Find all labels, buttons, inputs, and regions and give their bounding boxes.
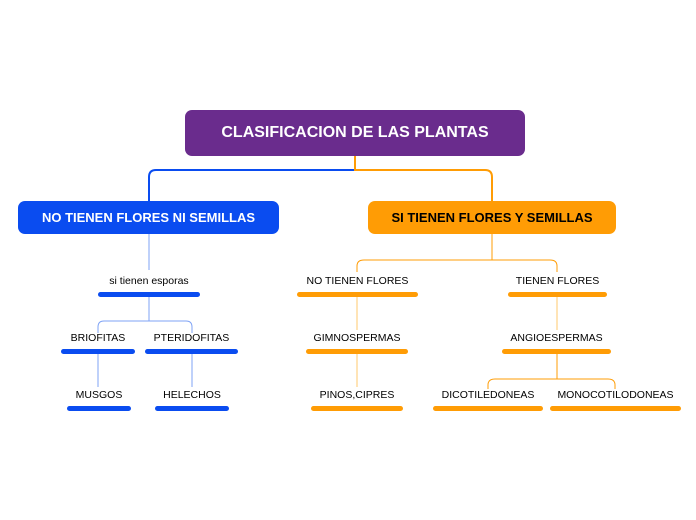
node-gimnospermas[interactable]: GIMNOSPERMAS: [313, 332, 401, 344]
topic-si-flores-y-semillas[interactable]: SI TIENEN FLORES Y SEMILLAS: [368, 201, 616, 234]
node-monocotilodoneas[interactable]: MONOCOTILODONEAS: [557, 389, 674, 401]
connector-right-split: [356, 234, 558, 272]
node-briofitas[interactable]: BRIOFITAS: [70, 332, 126, 344]
node-underline: [311, 406, 403, 411]
node-pteridofitas[interactable]: PTERIDOFITAS: [153, 332, 230, 344]
node-underline: [98, 292, 200, 297]
node-si-tienen-esporas[interactable]: si tienen esporas: [109, 275, 189, 287]
node-dicotiledoneas[interactable]: DICOTILEDONEAS: [441, 389, 535, 401]
node-helechos[interactable]: HELECHOS: [163, 389, 221, 401]
node-musgos[interactable]: MUSGOS: [75, 389, 123, 401]
connector-esporas-groups: [97, 296, 193, 333]
node-underline: [155, 406, 229, 411]
node-underline: [502, 349, 611, 354]
node-underline: [145, 349, 238, 354]
node-tienen-flores[interactable]: TIENEN FLORES: [515, 275, 600, 287]
node-pinos-cipres[interactable]: PINOS,CIPRES: [319, 389, 395, 401]
topic-no-flores-ni-semillas[interactable]: NO TIENEN FLORES NI SEMILLAS: [18, 201, 279, 234]
node-underline: [61, 349, 135, 354]
connector-root-right: [354, 156, 493, 201]
node-angioespermas[interactable]: ANGIOESPERMAS: [510, 332, 603, 344]
connector-root-left: [148, 156, 356, 201]
node-underline: [433, 406, 543, 411]
root-topic[interactable]: CLASIFICACION DE LAS PLANTAS: [185, 110, 525, 156]
node-underline: [306, 349, 408, 354]
node-no-tienen-flores[interactable]: NO TIENEN FLORES: [306, 275, 409, 287]
node-underline: [67, 406, 131, 411]
node-underline: [550, 406, 681, 411]
connector-angio-subgroups: [487, 353, 616, 389]
node-underline: [508, 292, 607, 297]
node-underline: [297, 292, 418, 297]
